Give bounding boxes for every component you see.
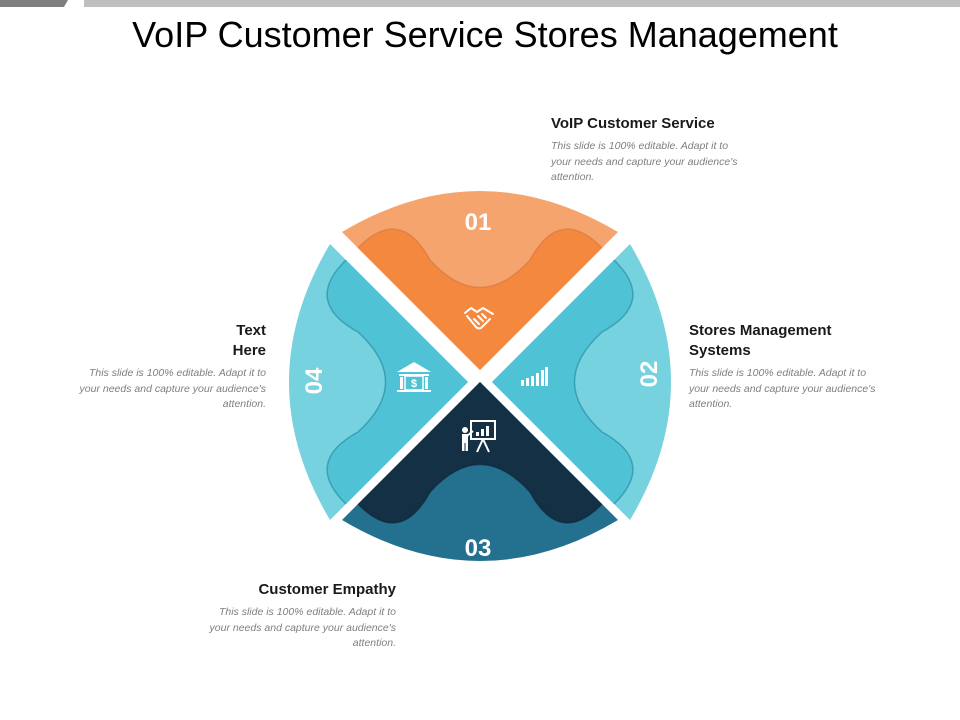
presentation-icon (462, 420, 496, 453)
segment-01 (342, 191, 618, 370)
segment-03 (342, 382, 618, 561)
segment-03-description: This slide is 100% editable. Adapt it to… (209, 606, 396, 649)
segment-01-heading: VoIP Customer Service (551, 115, 715, 132)
segment-03-heading: Customer Empathy (258, 581, 396, 598)
segment-04-number: 04 (301, 367, 328, 394)
segment-01-number: 01 (465, 209, 492, 236)
segment-02-heading: Stores Management Systems (689, 322, 832, 359)
handshake-icon (464, 307, 494, 330)
segment-04-heading: Text Here (232, 322, 266, 359)
segment-04 (289, 244, 468, 520)
segment-02-description: This slide is 100% editable. Adapt it to… (689, 367, 876, 410)
segment-01-description: This slide is 100% editable. Adapt it to… (551, 140, 738, 183)
top-decor-bar (0, 0, 960, 7)
svg-text:$: $ (411, 378, 417, 390)
segment-04-description: This slide is 100% editable. Adapt it to… (79, 367, 266, 410)
segment-03-number: 03 (465, 535, 492, 562)
segment-02-number: 02 (636, 361, 663, 388)
segment-02 (492, 244, 671, 520)
bank-icon: $ (397, 362, 431, 392)
bar-chart-icon (521, 367, 548, 386)
page-title: VoIP Customer Service Stores Management (132, 14, 838, 55)
